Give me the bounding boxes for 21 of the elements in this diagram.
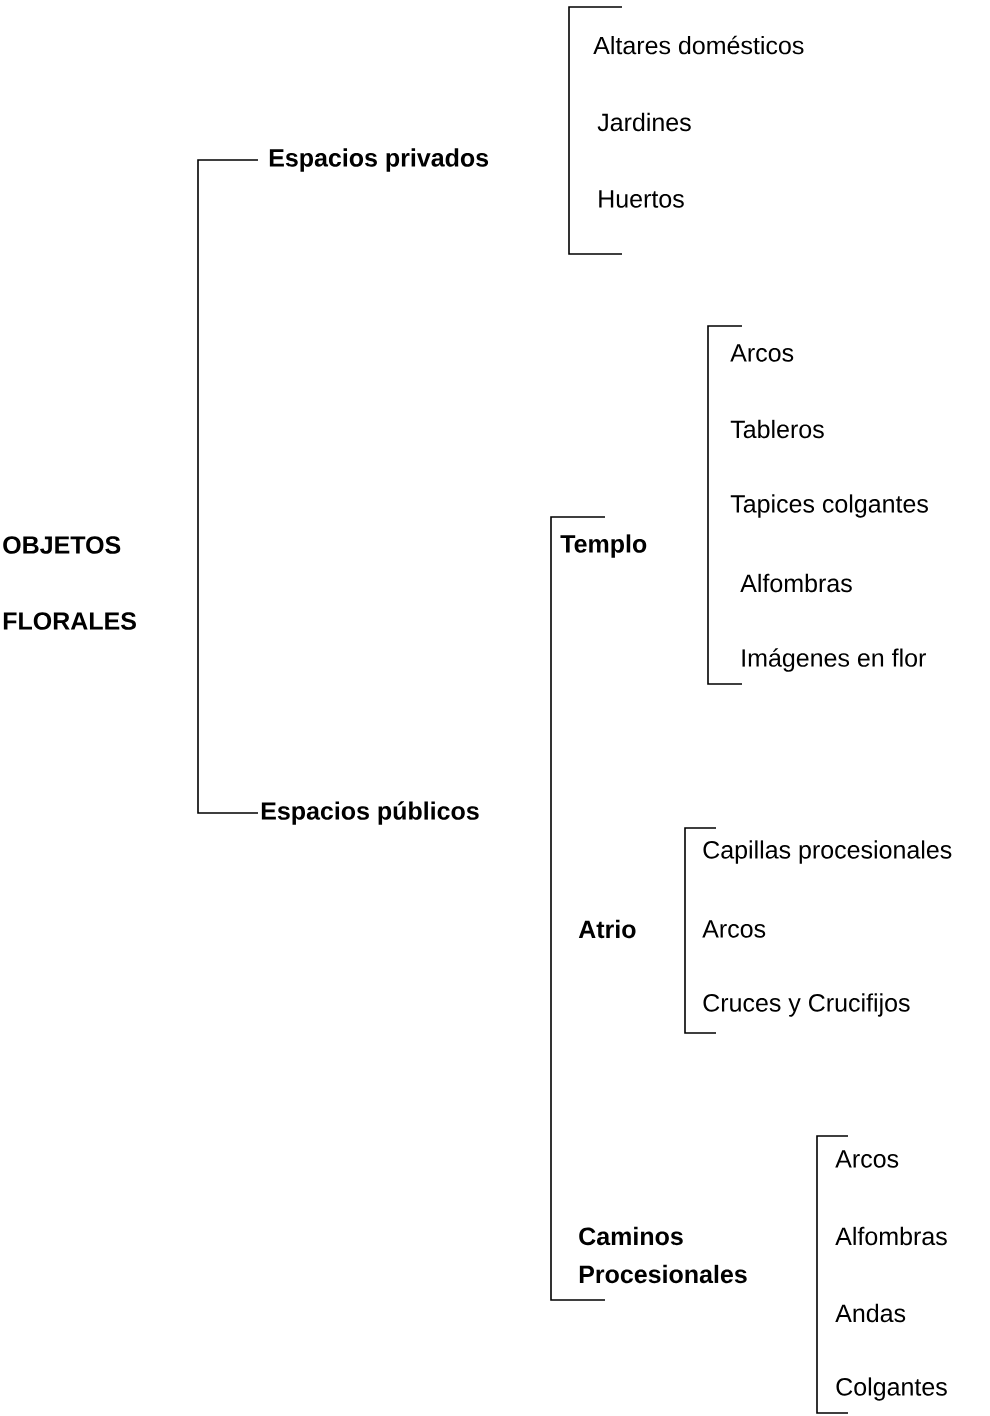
category-label: Espacios públicos (261, 801, 479, 825)
item-label: Tapices colgantes (730, 494, 928, 518)
item-label: Cruces y Crucifijos (703, 993, 910, 1017)
item-label: Alfombras (740, 573, 852, 593)
item-label: Colgantes (836, 1377, 947, 1401)
item-label: Capillas procesionales (703, 840, 952, 864)
item-label: Huertos (599, 190, 684, 208)
category-label: Atrio (578, 919, 636, 939)
item-label: Alfombras (835, 1226, 947, 1246)
item-label: Arcos (730, 344, 794, 362)
category-label: Caminos Procesionales (579, 1226, 747, 1284)
category-label: OBJETOS FLORALES (3, 536, 136, 630)
item-label: Andas (835, 1303, 906, 1323)
category-label: Espacios privados (269, 148, 489, 172)
category-label: Templo (560, 534, 647, 558)
item-label: Arcos (835, 1150, 899, 1168)
item-label: Arcos (702, 920, 766, 938)
item-label: Jardines (597, 112, 691, 132)
item-label: Tableros (730, 419, 824, 439)
item-label: Altares domésticos (593, 35, 804, 55)
item-label: Imágenes en flor (742, 648, 926, 672)
